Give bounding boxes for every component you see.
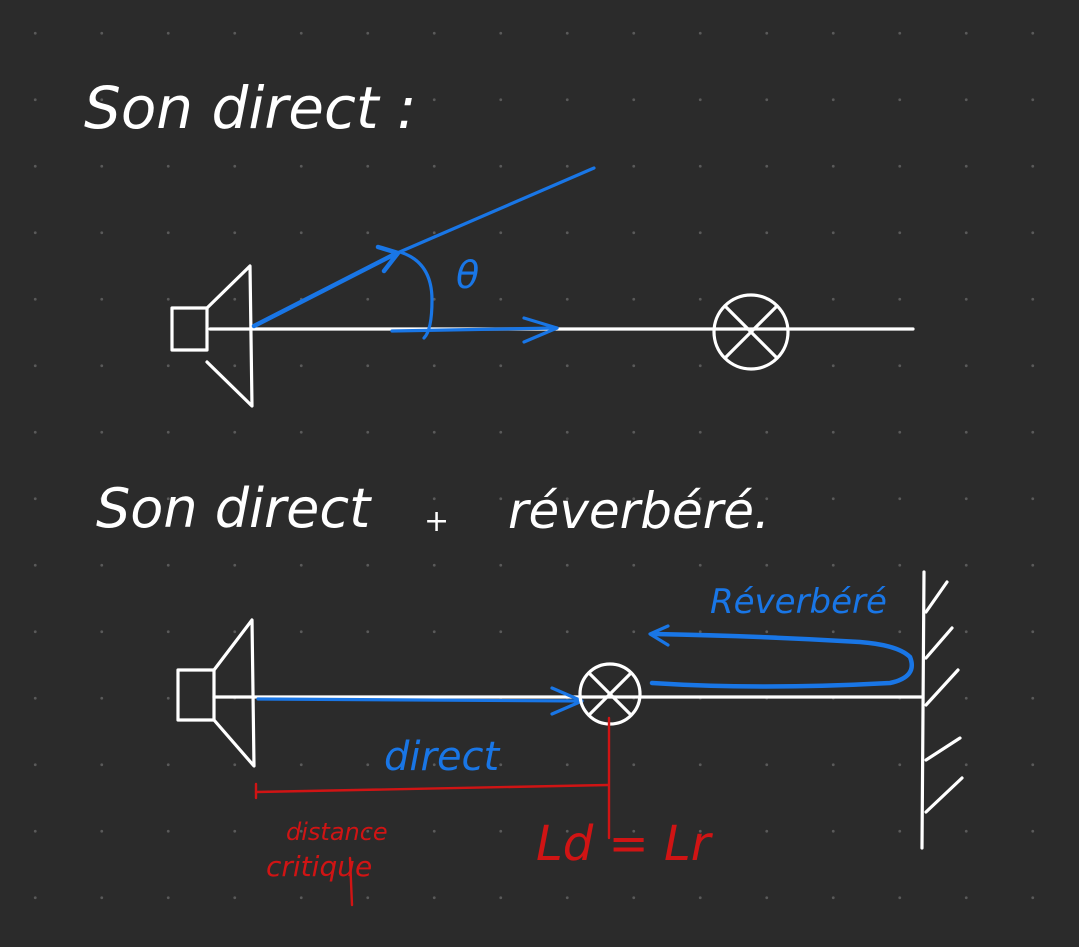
angle-label: θ [456,253,479,297]
reverberated-sound-arrow [648,624,914,689]
listener-1-icon [712,293,790,371]
equality-label: Ld = Lr [536,816,714,872]
loudspeaker-1-icon [170,264,254,408]
listener-2-icon [578,662,642,726]
reverb-label: Réverbéré [710,582,887,622]
angle-arc [398,250,434,340]
critical-distance-label-line2: critique [266,850,372,883]
direct-sound-arrow [256,686,584,716]
direct-label: direct [384,734,501,780]
axis-ray-arrow [390,316,559,344]
reflecting-wall-icon [920,570,964,850]
section-2-title-suffix: réverbéré. [508,482,770,540]
plus-sign: + [424,504,449,539]
oblique-ray-arrow [251,166,596,329]
critical-distance-label-line1: distance [286,818,388,846]
section-1-title: Son direct : [84,74,417,142]
loudspeaker-2-icon [176,618,256,768]
section-2-title: Son direct [96,477,372,540]
critical-distance-marker [254,716,611,907]
